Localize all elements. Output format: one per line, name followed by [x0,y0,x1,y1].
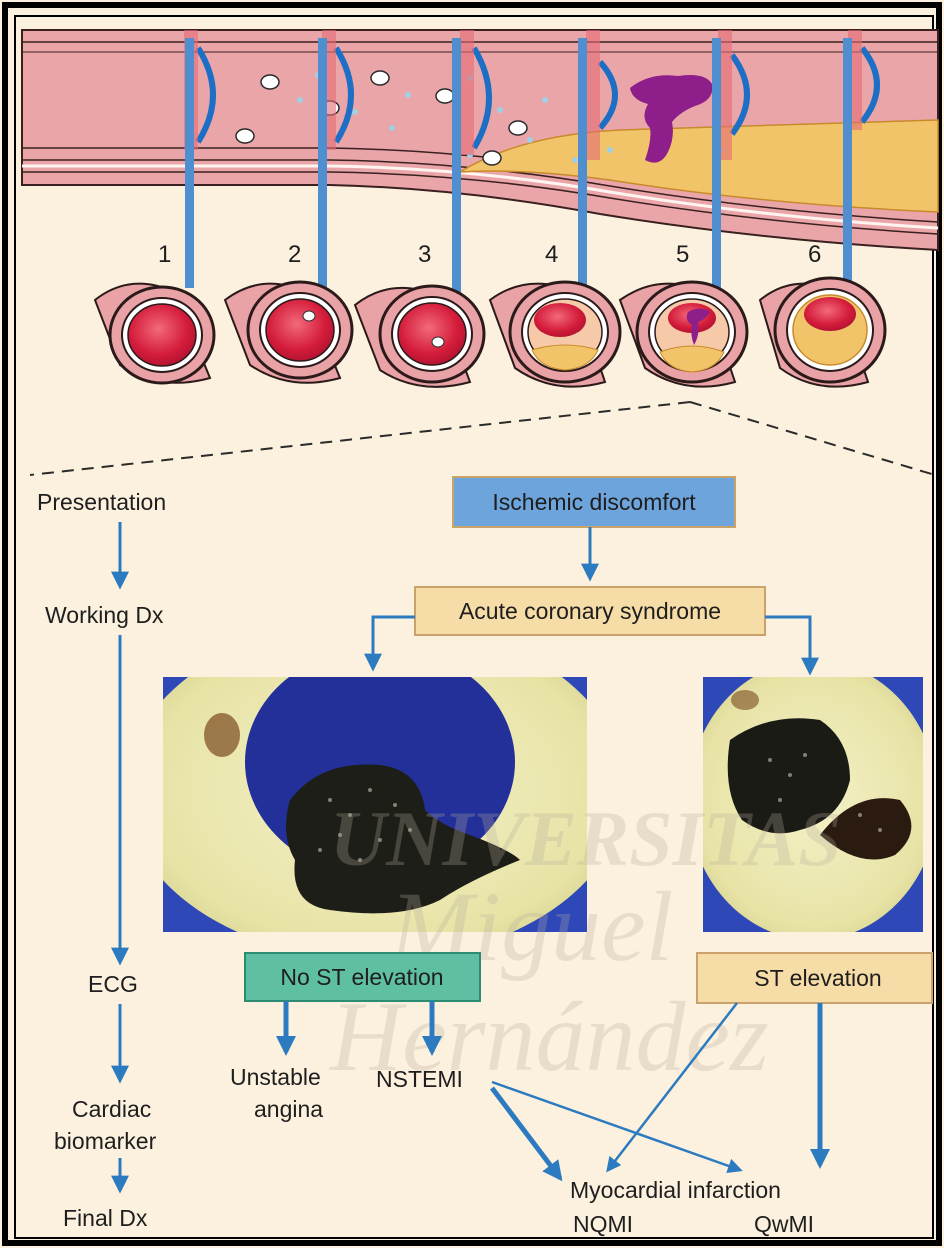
stage-6-label: 6 [808,241,821,268]
final-dx-label: Final Dx [63,1205,148,1231]
unstable-label: Unstable [230,1064,321,1090]
stage-5-label: 5 [676,241,689,268]
mi-label: Myocardial infarction [570,1177,781,1203]
acs-box: Acute coronary syndrome [415,587,765,635]
stage-1-label: 1 [158,241,171,268]
working-dx-label: Working Dx [45,602,164,628]
ischemic-label: Ischemic discomfort [492,489,696,515]
stage-4-label: 4 [545,241,558,268]
no-st-label: No ST elevation [280,964,443,990]
presentation-label: Presentation [37,489,166,515]
acs-label: Acute coronary syndrome [459,598,721,624]
cardiac-label: Cardiac [72,1096,151,1122]
nstemi-label: NSTEMI [376,1066,463,1092]
stage-2-label: 2 [288,241,301,268]
watermark-line1: UNIVERSITAS [330,795,842,882]
st-label: ST elevation [754,965,881,991]
stage-3-label: 3 [418,241,431,268]
no-st-box: No ST elevation [245,953,480,1001]
st-box: ST elevation [697,953,932,1003]
ecg-label: ECG [88,971,138,997]
nqmi-label: NQMI [573,1211,633,1237]
ischemic-box: Ischemic discomfort [453,477,735,527]
biomarker-label: biomarker [54,1128,157,1154]
qwmi-label: QwMI [754,1211,814,1237]
angina-label: angina [254,1096,323,1122]
